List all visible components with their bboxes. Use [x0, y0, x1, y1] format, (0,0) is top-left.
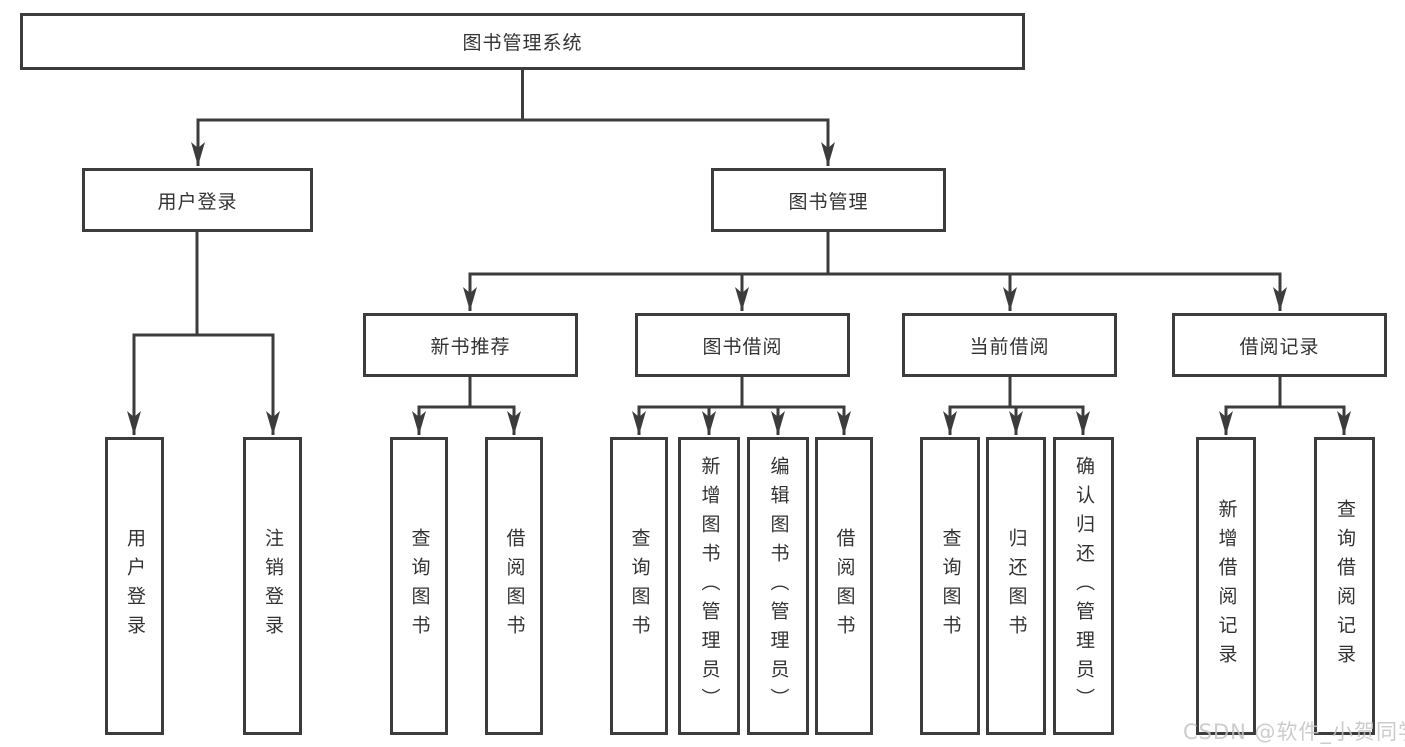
node-root-library-system: 图书管理系统 [20, 13, 1025, 70]
node-book-borrow: 图书借阅 [635, 313, 850, 377]
leaf-query-books-current: 查询图书 [920, 437, 980, 735]
leaf-query-books-recommend: 查询图书 [390, 437, 448, 735]
leaf-return-books: 归还图书 [986, 437, 1046, 735]
node-borrow-record: 借阅记录 [1172, 313, 1387, 377]
node-current-borrow: 当前借阅 [902, 313, 1117, 377]
node-user-login: 用户登录 [82, 168, 313, 232]
leaf-logout: 注销登录 [243, 437, 302, 735]
leaf-edit-books-admin: 编辑图书（管理员） [747, 437, 809, 735]
leaf-borrow-books: 借阅图书 [815, 437, 873, 735]
leaf-confirm-return-admin: 确认归还（管理员） [1053, 437, 1114, 735]
leaf-query-borrow-record: 查询借阅记录 [1314, 437, 1375, 735]
leaf-borrow-books-recommend: 借阅图书 [485, 437, 543, 735]
leaf-query-books-borrow: 查询图书 [610, 437, 668, 735]
leaf-user-login: 用户登录 [105, 437, 164, 735]
csdn-watermark: CSDN @软件_小贺同学 [1183, 720, 1405, 744]
node-new-book-recommend: 新书推荐 [363, 313, 578, 377]
node-book-management: 图书管理 [711, 168, 946, 232]
leaf-add-borrow-record: 新增借阅记录 [1196, 437, 1256, 735]
leaf-add-books-admin: 新增图书（管理员） [678, 437, 740, 735]
